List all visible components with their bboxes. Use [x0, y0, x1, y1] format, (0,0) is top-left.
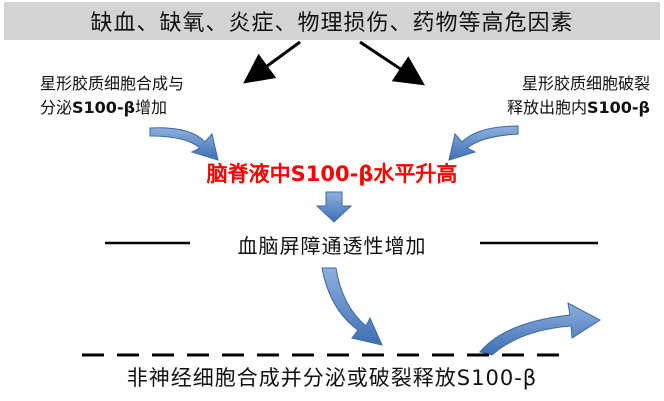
risk-factors-banner: 缺血、缺氧、炎症、物理损伤、药物等高危因素 [4, 2, 660, 40]
csf-level-result: 脑脊液中S100-β水平升高 [206, 162, 458, 186]
rupture-note: 星形胶质细胞破裂 释放出胞内S100-β [420, 72, 650, 120]
arrow-to-left-note [243, 40, 301, 84]
rupture-note-line2: 释放出胞内S100-β [506, 98, 650, 117]
bbb-permeability-text: 血脑屏障通透性增加 [237, 234, 427, 258]
blue-curved-arrow-left [149, 127, 219, 161]
synthesis-note-line1: 星形胶质细胞合成与 [40, 74, 185, 93]
blue-curved-arrow-up-right [479, 302, 601, 356]
blue-down-arrow [315, 191, 353, 223]
blue-curved-arrow-right [448, 125, 519, 161]
blue-curved-arrow-down [321, 267, 383, 346]
rupture-note-line1: 星形胶质细胞破裂 [521, 74, 650, 93]
synthesis-note: 星形胶质细胞合成与 分泌S100-β增加 [40, 72, 250, 120]
risk-factors-text: 缺血、缺氧、炎症、物理损伤、药物等高危因素 [90, 11, 574, 36]
arrow-to-right-note [359, 40, 425, 86]
non-neural-source-text: 非神经细胞合成并分泌或破裂释放S100-β [126, 366, 538, 390]
synthesis-note-line2: 分泌S100-β增加 [40, 98, 168, 117]
